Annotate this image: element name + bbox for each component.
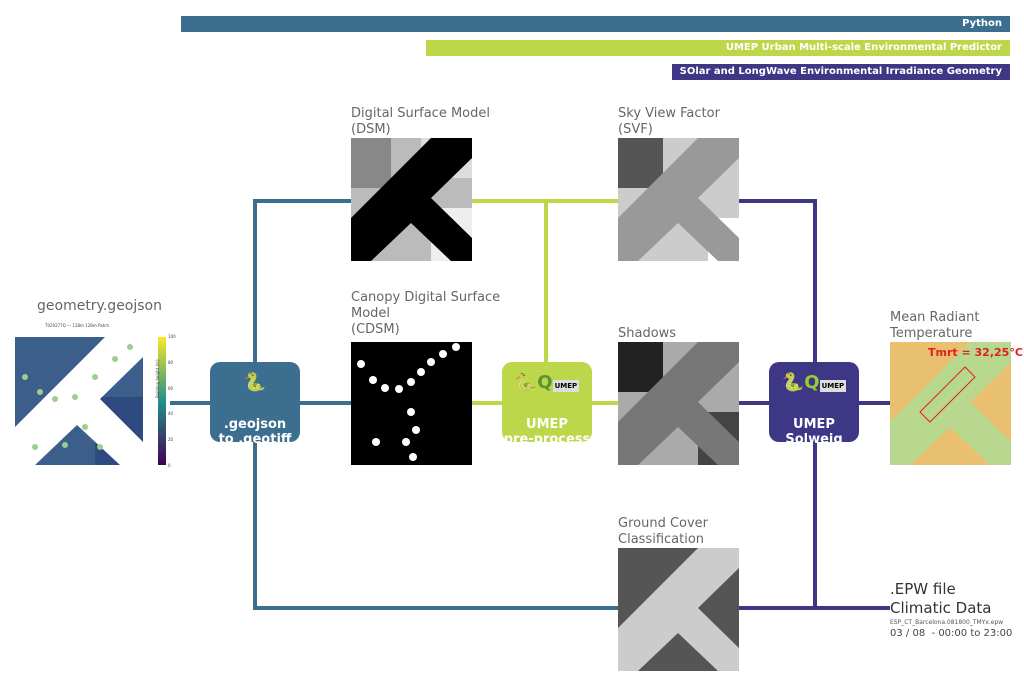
geojson-image [15, 337, 143, 465]
epw-title: .EPW file [890, 580, 956, 598]
umep-icon: UMEP [819, 380, 847, 392]
shadows-label: Shadows [618, 326, 677, 341]
colorbar-label: Building height (m) [155, 359, 160, 398]
python-bar: Python [181, 16, 1010, 32]
connector [739, 606, 890, 610]
python-icon: 🐍 [514, 372, 538, 393]
connector [253, 606, 618, 610]
python-icon: 🐍 [781, 372, 805, 393]
tick: 0 [168, 462, 171, 468]
geojson-colorbar [158, 337, 166, 465]
tick: 20 [168, 437, 174, 443]
box-label: UMEP Solweig [785, 417, 843, 447]
connector [544, 199, 548, 362]
connector [739, 199, 817, 203]
dsm-label: Digital Surface Model (DSM) [351, 106, 490, 137]
mrt-annotation: Tmrt = 32,25°C [928, 346, 1023, 359]
geojson-label: geometry.geojson [37, 298, 162, 314]
box-label: .geojson to .geotiff [218, 417, 292, 447]
mrt-image [890, 342, 1011, 465]
connector [253, 199, 351, 203]
qgis-icon: Q [804, 372, 820, 393]
geojson-to-geotiff-box: 🐍 .geojson to .geotiff [210, 362, 300, 447]
solweig-bar: SOlar and LongWave Environmental Irradia… [672, 64, 1010, 80]
dsm-image [351, 138, 472, 261]
epw-file: ESP_CT_Barcelona.081800_TMYx.epw [890, 619, 1004, 626]
ground-cover-image [618, 548, 739, 671]
tick: 60 [168, 385, 174, 391]
box-label: UMEP pre-process [503, 417, 591, 447]
tick: 100 [168, 334, 176, 339]
epw-period: 03 / 08 - 00:00 to 23:00 [890, 628, 1013, 639]
umep-icon: UMEP [552, 380, 580, 392]
colorbar-ticks: 0 20 40 60 80 100 [168, 334, 176, 468]
mrt-label: Mean Radiant Temperature [890, 310, 980, 341]
umep-bar: UMEP Urban Multi-scale Environmental Pre… [426, 40, 1010, 56]
tick: 40 [168, 411, 174, 417]
cdsm-label: Canopy Digital Surface Model (CDSM) [351, 290, 501, 337]
ground-cover-label: Ground Cover Classification [618, 516, 709, 547]
svf-label: Sky View Factor (SVF) [618, 106, 720, 137]
epw-subtitle: Climatic Data [890, 599, 992, 617]
svf-image [618, 138, 739, 261]
geojson-plot-title: T029277Q — 128m 128m Patch [45, 323, 109, 328]
tick: 80 [168, 359, 174, 365]
cdsm-image [351, 342, 472, 465]
python-icon: 🐍 [243, 372, 267, 393]
shadows-image [618, 342, 739, 465]
qgis-icon: Q [537, 372, 553, 393]
